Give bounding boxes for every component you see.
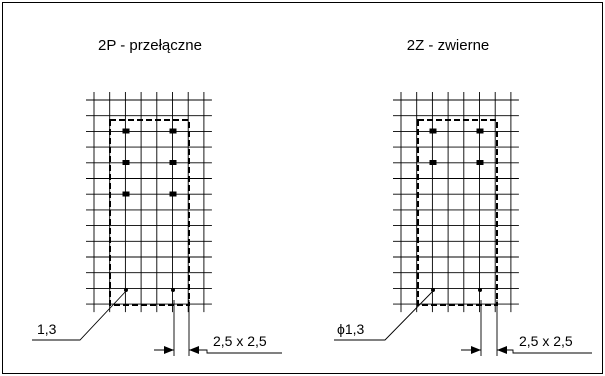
pin-pad	[122, 128, 130, 134]
coil-pin	[124, 288, 128, 292]
pin-pad	[122, 191, 130, 197]
coil-pin	[478, 288, 482, 292]
pin-pad	[476, 160, 484, 165]
hole-callout: 1,3	[32, 289, 128, 341]
relay-outline	[417, 119, 498, 306]
pitch-dimension: 2,5 x 2,5	[154, 300, 282, 356]
pin-pad	[476, 128, 484, 134]
pin-pad	[169, 128, 177, 134]
pin-pad	[122, 160, 130, 165]
panel-2z: 2Z - zwierne ϕ1,3 2,5 x 2,5	[334, 37, 592, 356]
pins	[429, 128, 484, 292]
pins	[122, 128, 177, 292]
pin-pad	[169, 191, 177, 197]
coil-pin	[171, 288, 175, 292]
hole-callout: ϕ1,3	[334, 289, 435, 341]
pitch-label: 2,5 x 2,5	[519, 333, 573, 349]
pitch-label: 2,5 x 2,5	[213, 333, 267, 349]
pin-pad	[169, 160, 177, 165]
pin-pad	[429, 128, 437, 134]
hole-diameter-label: 1,3	[37, 321, 57, 337]
panel-title: 2Z - zwierne	[407, 37, 490, 54]
panel-title: 2P - przełączne	[98, 37, 202, 54]
grid	[393, 92, 519, 313]
grid	[86, 92, 212, 313]
coil-pin	[431, 288, 435, 292]
pin-pad	[429, 160, 437, 165]
panel-2p: 2P - przełączne 1,3 2,5 x 2,5	[32, 37, 282, 356]
hole-diameter-label: ϕ1,3	[337, 321, 365, 337]
relay-outline	[109, 119, 190, 306]
pitch-dimension: 2,5 x 2,5	[461, 300, 592, 356]
